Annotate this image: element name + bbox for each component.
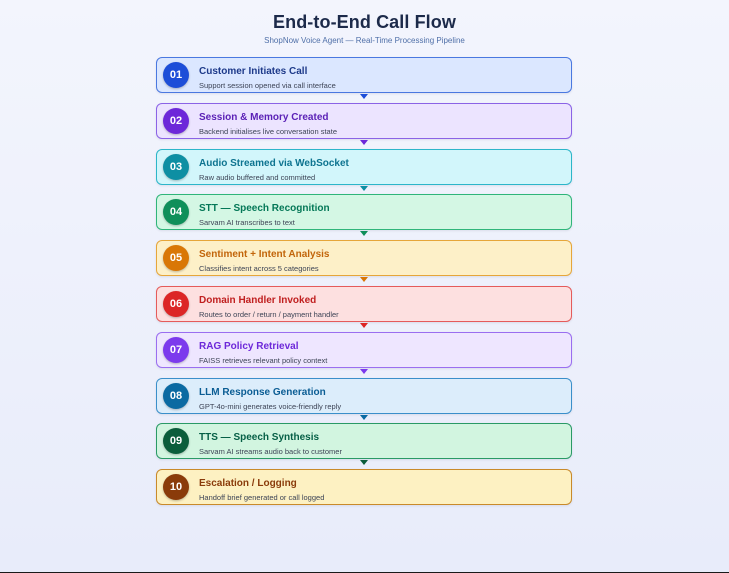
step-number-badge: 08 bbox=[163, 382, 189, 409]
flow-arrow-icon bbox=[360, 322, 368, 328]
step-number-badge: 03 bbox=[163, 153, 189, 180]
step-number-badge: 04 bbox=[163, 199, 189, 226]
step-title: Escalation / Logging bbox=[199, 478, 297, 490]
step-description: Sarvam AI streams audio back to customer bbox=[199, 447, 342, 457]
flow-arrow-icon bbox=[360, 139, 368, 145]
step-number-badge: 06 bbox=[163, 290, 189, 317]
flow-arrow-icon bbox=[360, 277, 368, 283]
flow-arrow-icon bbox=[360, 368, 368, 374]
flow-arrow-icon bbox=[360, 185, 368, 191]
step-description: Backend initialises live conversation st… bbox=[199, 126, 337, 136]
step-title: TTS — Speech Synthesis bbox=[199, 432, 320, 444]
step-number-badge: 02 bbox=[163, 107, 189, 134]
step-description: Handoff brief generated or call logged bbox=[199, 493, 325, 503]
page-title: End-to-End Call Flow bbox=[273, 12, 456, 32]
flow-arrow-icon bbox=[360, 94, 368, 99]
step-number-badge: 09 bbox=[163, 428, 189, 455]
step-title: Audio Streamed via WebSocket bbox=[199, 157, 349, 169]
page-subtitle: ShopNow Voice Agent — Real-Time Processi… bbox=[264, 36, 465, 45]
step-description: Classifies intent across 5 categories bbox=[199, 264, 319, 274]
step-description: Sarvam AI transcribes to text bbox=[199, 218, 295, 228]
step-title: Domain Handler Invoked bbox=[199, 294, 317, 306]
step-title: Sentiment + Intent Analysis bbox=[199, 249, 330, 261]
step-title: Customer Initiates Call bbox=[199, 66, 308, 77]
step-title: STT — Speech Recognition bbox=[199, 203, 330, 215]
flow-arrow-icon bbox=[360, 414, 368, 420]
step-number-badge: 10 bbox=[163, 474, 189, 501]
step-description: Routes to order / return / payment handl… bbox=[199, 309, 339, 319]
step-title: Session & Memory Created bbox=[199, 111, 329, 123]
step-description: FAISS retrieves relevant policy context bbox=[199, 355, 328, 365]
step-title: LLM Response Generation bbox=[199, 386, 326, 398]
flow-arrow-icon bbox=[360, 231, 368, 237]
step-description: Raw audio buffered and committed bbox=[199, 172, 316, 182]
flow-arrow-icon bbox=[360, 460, 368, 466]
step-number-badge: 01 bbox=[163, 62, 189, 88]
step-number-badge: 05 bbox=[163, 245, 189, 272]
step-title: RAG Policy Retrieval bbox=[199, 340, 299, 352]
step-description: Support session opened via call interfac… bbox=[199, 81, 336, 90]
step-number-badge: 07 bbox=[163, 336, 189, 363]
step-description: GPT-4o-mini generates voice-friendly rep… bbox=[199, 401, 342, 411]
